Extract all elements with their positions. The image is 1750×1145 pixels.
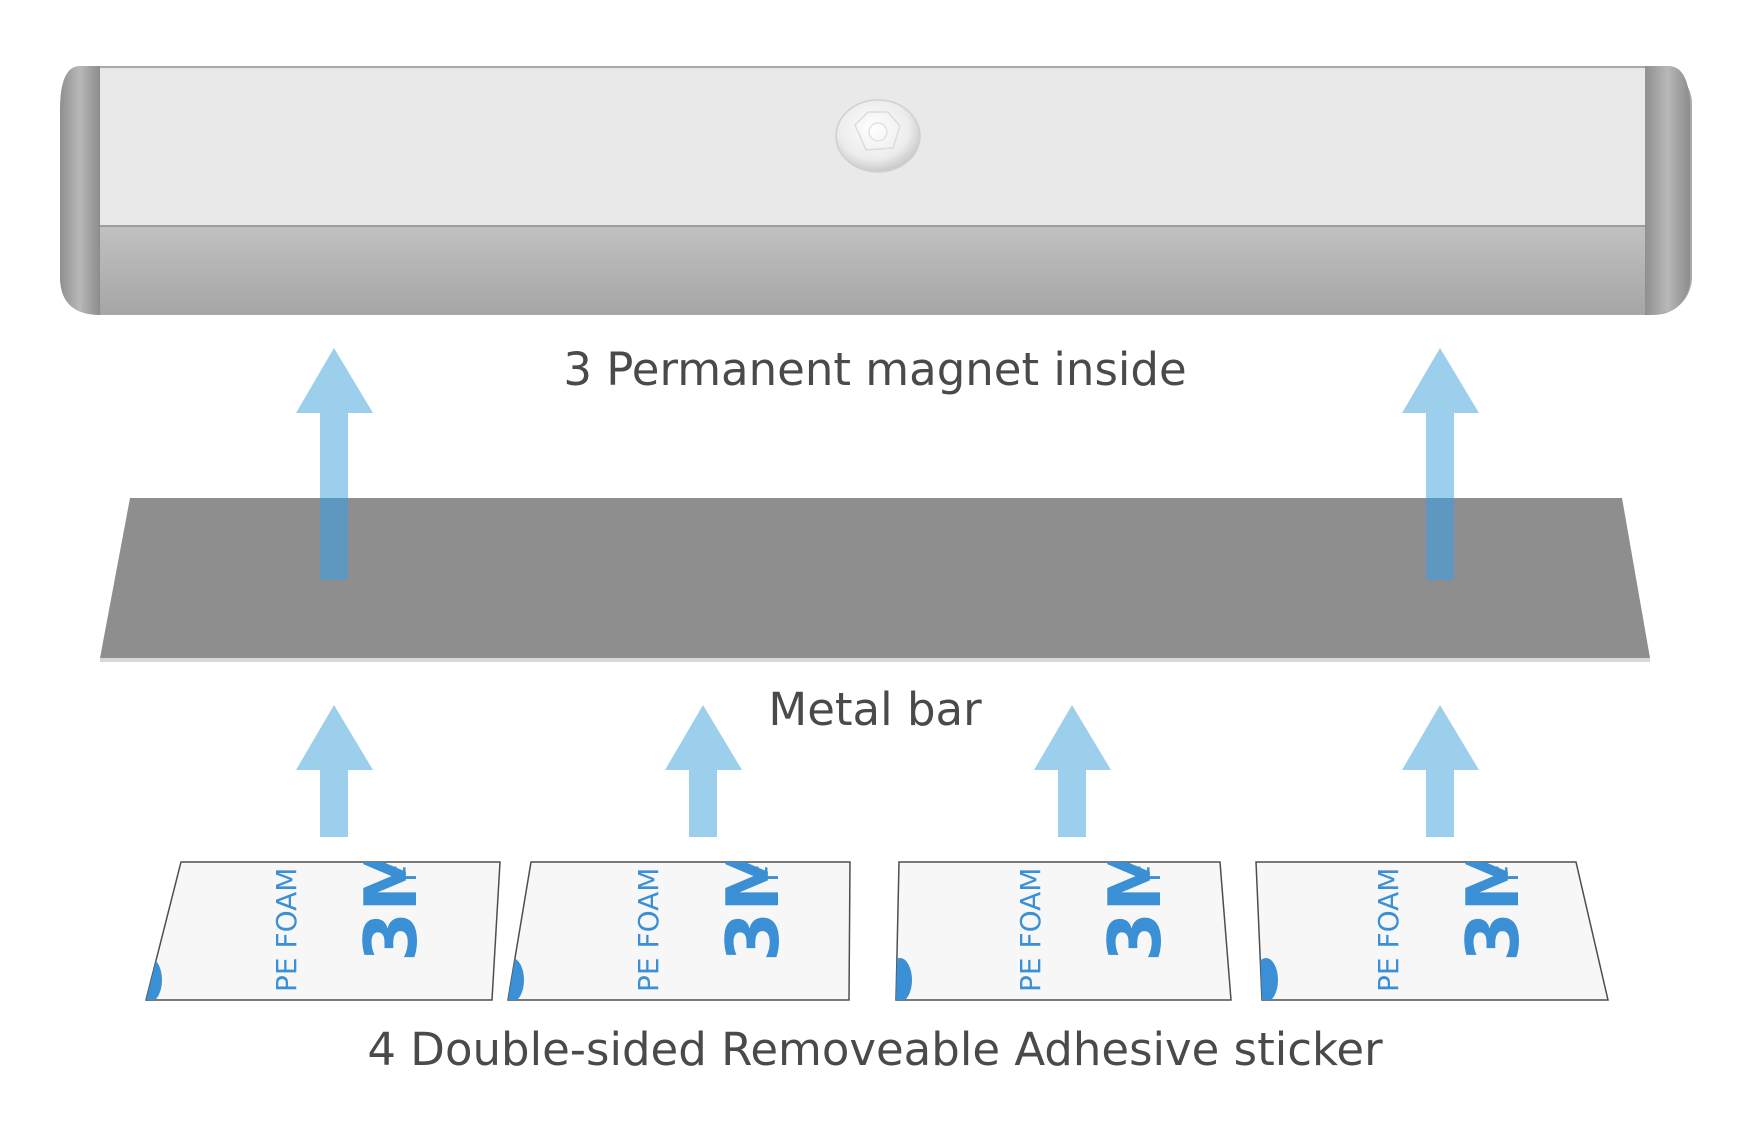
- up-arrow-icon: [296, 705, 373, 837]
- up-arrow-icon: [1402, 705, 1479, 837]
- sticker: PE FOAM 3M F: [895, 840, 1232, 1001]
- sticker-brand-trailing: F: [1133, 865, 1168, 882]
- sticker-foam-text: PE FOAM: [1014, 868, 1047, 992]
- sticker-foam-text: PE FOAM: [270, 868, 303, 992]
- sticker-brand-trailing: F: [389, 865, 424, 882]
- up-arrow-icon: [296, 348, 373, 580]
- sticker-brand: 3M: [1451, 840, 1535, 962]
- up-arrow-icon: [1034, 705, 1111, 837]
- sticker-foam-text: PE FOAM: [632, 868, 665, 992]
- sticker-brand: 3M: [1093, 840, 1177, 962]
- sticker: PE FOAM 3M F: [1255, 840, 1609, 1001]
- sticker-foam-text: PE FOAM: [1372, 868, 1405, 992]
- sticker-brand-trailing: F: [1491, 865, 1526, 882]
- sticker: PE FOAM 3M F: [507, 840, 851, 1001]
- up-arrow-icon: [1402, 348, 1479, 580]
- magnet-label: 3 Permanent magnet inside: [563, 343, 1187, 396]
- metal-bar-plate: [100, 498, 1650, 658]
- sticker-brand: 3M: [711, 840, 795, 962]
- light-bar-right-cap: [1645, 66, 1690, 315]
- metal-bar-label: Metal bar: [768, 683, 982, 736]
- light-bar: [60, 66, 1692, 315]
- metal-bar-edge: [100, 658, 1650, 662]
- light-bar-left-cap: [60, 66, 100, 315]
- sticker: PE FOAM 3M F: [145, 840, 501, 1001]
- up-arrow-icon: [665, 705, 742, 837]
- metal-bar: [100, 498, 1650, 662]
- sticker-brand: 3M: [349, 840, 433, 962]
- sticker-brand-trailing: F: [751, 865, 786, 882]
- sticker-label: 4 Double-sided Removeable Adhesive stick…: [367, 1023, 1383, 1076]
- motion-sensor-icon: [835, 99, 921, 173]
